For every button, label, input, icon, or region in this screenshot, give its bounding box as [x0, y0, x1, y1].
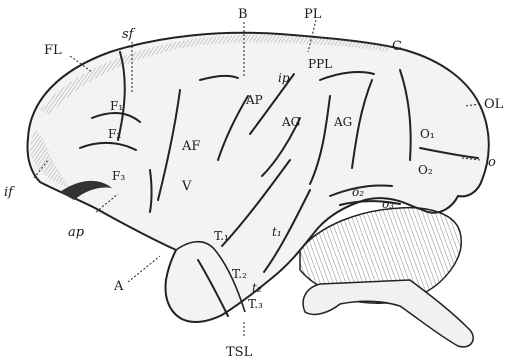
label-AF: AF	[181, 139, 200, 154]
label-T2: T.₂	[232, 267, 247, 281]
label-PL: PL	[304, 7, 322, 22]
label-T3: T.₃	[248, 297, 263, 311]
label-ap: ap	[68, 225, 85, 240]
label-F2: F₂	[108, 127, 121, 141]
label-o2: o₂	[352, 185, 364, 199]
label-AP: AP	[245, 93, 263, 107]
label-AG-2: AG	[333, 115, 352, 129]
label-O1: O₁	[420, 127, 435, 141]
label-C: C	[392, 39, 402, 54]
label-O2: O₂	[418, 163, 433, 177]
label-t1: t₁	[272, 225, 282, 239]
label-o: o	[488, 155, 496, 170]
label-FL: FL	[44, 43, 62, 58]
label-o3: o₃	[382, 197, 394, 211]
label-F1: F₁	[110, 99, 123, 113]
brainstem	[303, 280, 473, 347]
label-B: B	[238, 7, 248, 22]
label-t2: t₂	[252, 281, 262, 295]
label-F3: F₃	[112, 169, 125, 183]
label-T1: T.₁	[214, 229, 229, 243]
label-V: V	[181, 179, 192, 194]
label-A: A	[113, 279, 124, 294]
label-PPL: PPL	[308, 57, 332, 71]
label-TSL: TSL	[226, 345, 253, 360]
label-OL: OL	[484, 97, 504, 112]
label-if: if	[4, 185, 15, 200]
label-ip: ip	[278, 71, 290, 85]
label-sf: sf	[122, 27, 136, 42]
label-AG-1: AG	[281, 115, 300, 129]
